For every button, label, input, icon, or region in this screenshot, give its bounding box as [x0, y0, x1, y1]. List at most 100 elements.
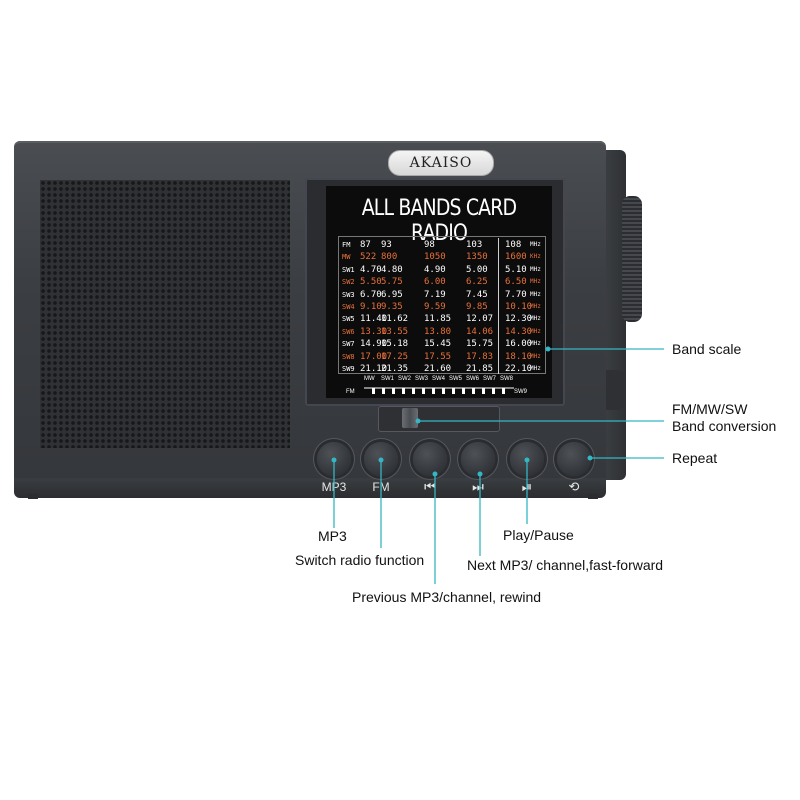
dial-label: SW4	[432, 376, 446, 382]
screen-title: ALL BANDS CARD RADIO	[361, 196, 517, 246]
band-unit: MHz	[530, 315, 541, 323]
next-dot	[477, 471, 483, 477]
band-value: 6.00	[424, 277, 446, 288]
band-value: 522	[360, 252, 377, 263]
band-switch[interactable]	[402, 408, 418, 428]
band-value: 4.80	[381, 264, 403, 275]
band-value: 1600	[505, 252, 527, 263]
band-unit: MHz	[530, 340, 541, 348]
band-value: 17.25	[381, 351, 409, 362]
dial-label: SW6	[466, 376, 480, 382]
band-value: 7.19	[424, 289, 446, 300]
band-unit: MHz	[530, 241, 541, 248]
band-grid-divider	[498, 238, 499, 374]
next-button[interactable]	[461, 442, 495, 476]
band-value: 4.90	[424, 264, 446, 275]
prev-button[interactable]	[413, 442, 447, 476]
band-unit: MHz	[530, 290, 541, 298]
band-value: 13.30	[360, 326, 388, 337]
band-unit: MHz	[530, 352, 541, 360]
dial-tick	[382, 388, 385, 394]
play-pause-dot	[524, 457, 530, 463]
band-value: 108	[505, 240, 522, 250]
band-name: SW2	[342, 278, 355, 287]
band-value: 21.85	[466, 364, 494, 374]
band-value: 1050	[424, 252, 446, 263]
band-value: 6.70	[360, 289, 382, 300]
radio-bottom-edge	[14, 478, 606, 498]
label-play-pause: Play/Pause	[503, 527, 574, 543]
band-value: 9.85	[466, 302, 488, 312]
band-name: SW9	[342, 365, 355, 373]
dial-tick	[422, 388, 425, 394]
dial-tick	[482, 388, 485, 394]
dial-tick	[452, 388, 455, 394]
band-value: 11.40	[360, 314, 388, 325]
band-unit: MHz	[530, 278, 541, 286]
band-grid-frame	[338, 236, 546, 374]
mp3-dot	[331, 457, 337, 463]
band-value: 6.25	[466, 277, 488, 288]
band-name: SW4	[342, 303, 355, 311]
switch-radio-dot	[378, 457, 384, 463]
dial-label: FM	[346, 389, 355, 395]
band-value: 13.55	[381, 326, 409, 337]
band-value: 5.50	[360, 277, 382, 288]
dial-tick	[502, 388, 505, 394]
tuning-knob[interactable]	[622, 196, 642, 322]
speaker-grille	[40, 180, 290, 448]
band-value: 10.10	[505, 302, 533, 312]
band-value: 800	[381, 252, 398, 263]
band-value: 9.35	[381, 302, 403, 312]
band-unit: MHz	[530, 365, 541, 372]
band-value: 6.95	[381, 289, 403, 300]
dial-tick	[432, 388, 435, 394]
band-value: 16.00	[505, 339, 533, 350]
repeat-button[interactable]	[557, 442, 591, 476]
band-switch-track	[378, 406, 500, 432]
dial-label: SW5	[449, 376, 463, 382]
label-switch-radio: Switch radio function	[295, 552, 425, 568]
band-unit: MHz	[530, 327, 541, 335]
band-value: 103	[466, 240, 483, 250]
band-value: 15.18	[381, 339, 409, 350]
band-value: 7.45	[466, 289, 488, 300]
band-name: SW8	[342, 352, 355, 361]
dial-tick	[492, 388, 495, 394]
band-value: 9.59	[424, 302, 446, 312]
band-unit: MHz	[530, 265, 541, 273]
band-name: MW	[342, 253, 351, 262]
label-next: Next MP3/ channel,fast-forward	[467, 557, 664, 573]
band-value: 17.83	[466, 351, 494, 362]
band-value: 15.45	[424, 339, 452, 350]
foot-right	[588, 494, 598, 499]
band-value: 14.90	[360, 339, 388, 350]
dial-label: SW2	[398, 376, 412, 382]
dial-tick	[392, 388, 395, 394]
band-value: 17.55	[424, 351, 452, 362]
band-name: FM	[342, 241, 351, 249]
repeat-dot	[587, 455, 593, 461]
band-value: 15.75	[466, 339, 494, 350]
dial-ticks	[364, 387, 514, 394]
band-value: 98	[424, 240, 435, 250]
band-value: 87	[360, 240, 371, 250]
label-band-scale: Band scale	[672, 341, 742, 357]
repeat-icon: ⟲	[568, 480, 580, 495]
band-scale-dot	[545, 346, 551, 352]
dial-label: SW1	[381, 376, 395, 382]
band-display-screen	[326, 186, 552, 398]
band-value: 9.10	[360, 302, 382, 312]
band-value: 1350	[466, 252, 488, 263]
band-value: 14.06	[466, 326, 494, 337]
band-value: 22.10	[505, 364, 533, 374]
dial-tick	[402, 388, 405, 394]
